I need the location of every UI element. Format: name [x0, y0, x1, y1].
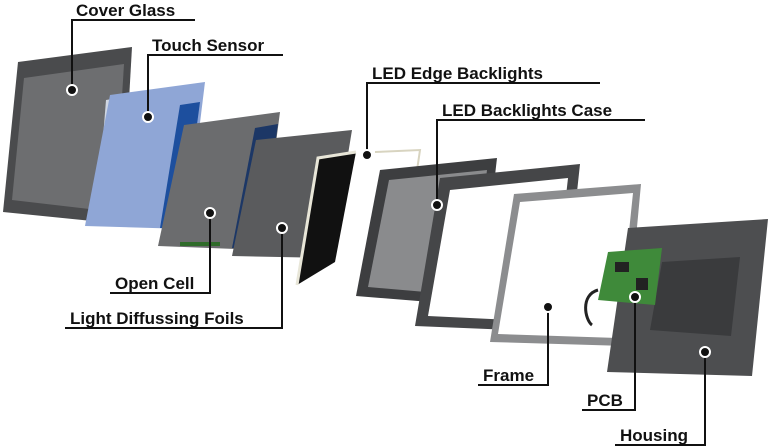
callout-housing: Housing — [615, 346, 711, 446]
callout-touch-sensor: Touch Sensor — [142, 36, 283, 123]
callout-led-edge-backlights: LED Edge Backlights — [361, 64, 600, 161]
label-open-cell: Open Cell — [115, 274, 194, 293]
label-light-diffusing-foils: Light Diffussing Foils — [70, 309, 244, 328]
label-touch-sensor: Touch Sensor — [152, 36, 264, 55]
pcb-board — [584, 248, 662, 327]
callout-cover-glass: Cover Glass — [66, 1, 195, 96]
label-led-backlights-case: LED Backlights Case — [442, 101, 612, 120]
callout-pcb: PCB — [582, 291, 641, 411]
label-led-edge-backlights: LED Edge Backlights — [372, 64, 543, 83]
label-housing: Housing — [620, 426, 688, 445]
callout-light-diffusing-foils: Light Diffussing Foils — [65, 222, 288, 329]
label-pcb: PCB — [587, 391, 623, 410]
label-frame: Frame — [483, 366, 534, 385]
callout-led-backlights-case: LED Backlights Case — [431, 101, 645, 211]
inner-frame-panel — [490, 184, 641, 346]
callout-frame: Frame — [478, 301, 554, 386]
label-cover-glass: Cover Glass — [76, 1, 175, 20]
callout-open-cell: Open Cell — [110, 207, 216, 294]
